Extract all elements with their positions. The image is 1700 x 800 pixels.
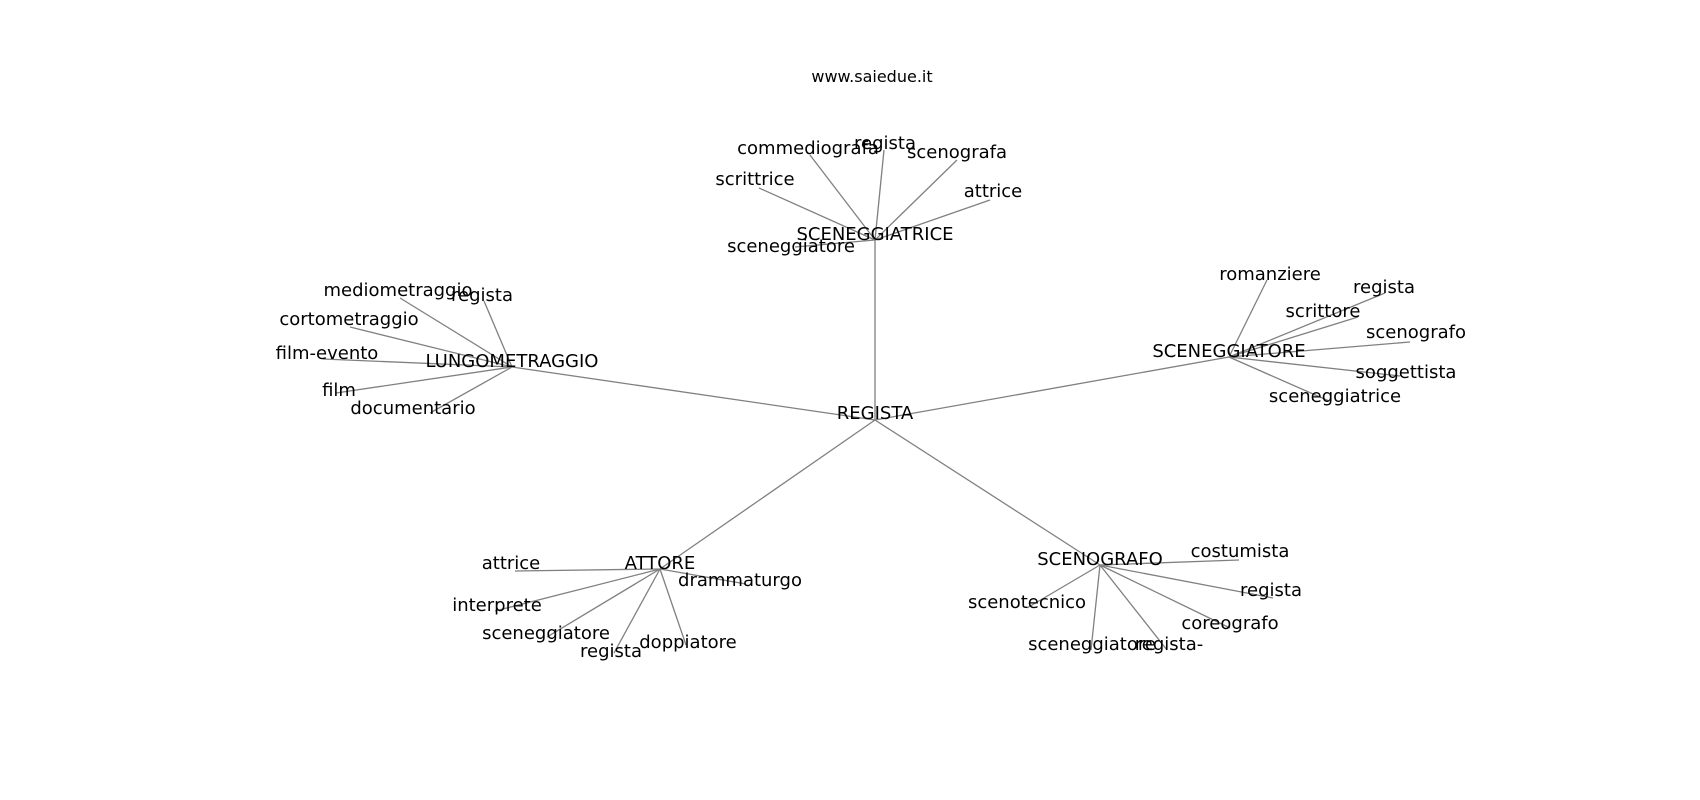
graph-edge (349, 326, 513, 368)
graph-edges (322, 149, 1411, 654)
graph-edge (874, 149, 885, 241)
node-hub: LUNGOMETRAGGIO (426, 351, 599, 372)
graph-labels: REGISTA SCENEGGIATRICE commediografa reg… (276, 133, 1466, 662)
node-leaf: cortometraggio (279, 309, 418, 330)
graph-edge (659, 568, 687, 646)
graph-edge (874, 159, 958, 241)
node-leaf: scrittrice (715, 169, 794, 190)
graph-edge (758, 187, 876, 241)
node-leaf: regista (854, 133, 916, 154)
node-leaf: regista- (1135, 634, 1203, 655)
node-leaf: attrice (482, 553, 541, 574)
site-watermark: www.saiedue.it (811, 67, 932, 86)
node-leaf: sceneggiatore (1028, 634, 1156, 655)
graph-edge (1026, 564, 1101, 609)
node-leaf: drammaturgo (678, 570, 802, 591)
graph-edge (399, 297, 513, 368)
graph-edge (1099, 564, 1274, 599)
node-leaf: doppiatore (639, 632, 736, 653)
node-leaf: sceneggiatore (727, 236, 855, 257)
graph-edge (511, 366, 876, 421)
node-leaf: sceneggiatore (482, 623, 610, 644)
node-leaf: interprete (452, 595, 542, 616)
node-hub: SCENOGRAFO (1037, 549, 1163, 570)
node-leaf: commediografa (737, 138, 879, 159)
node-leaf: mediometraggio (323, 280, 472, 301)
graph-edge (1228, 316, 1359, 358)
graph-edge (494, 568, 661, 612)
graph-edge (1228, 292, 1386, 358)
node-leaf: film (322, 380, 356, 401)
graph-edge (483, 300, 513, 368)
node-leaf: scenotecnico (968, 592, 1086, 613)
graph-edge (1099, 564, 1168, 651)
graph-edge (874, 199, 991, 241)
graph-edge (1228, 279, 1268, 358)
node-leaf: regista (451, 285, 513, 306)
graph-edge (1099, 564, 1231, 629)
node-leaf: regista (1353, 277, 1415, 298)
node-leaf: attrice (964, 181, 1023, 202)
graph-edge (1228, 341, 1411, 358)
node-leaf: scenografo (1366, 322, 1466, 343)
graph-edge (1228, 356, 1330, 402)
node-leaf: soggettista (1356, 362, 1457, 383)
graph-edge (1099, 559, 1240, 566)
node-leaf: scrittore (1286, 301, 1361, 322)
node-center: REGISTA (837, 403, 914, 424)
graph-edge (659, 419, 876, 570)
graph-edge (659, 568, 747, 585)
graph-edge (546, 568, 661, 638)
node-leaf: costumista (1191, 541, 1290, 562)
graph-edge (429, 366, 513, 414)
graph-edge (322, 358, 513, 368)
graph-edge (874, 419, 1101, 566)
graph-edge (874, 356, 1230, 421)
node-leaf: regista (1240, 580, 1302, 601)
node-leaf: romanziere (1219, 264, 1321, 285)
graph-edge (809, 154, 876, 241)
node-leaf: regista (580, 641, 642, 662)
node-hub: SCENEGGIATRICE (796, 224, 953, 245)
node-hub: ATTORE (625, 553, 696, 574)
node-hub: SCENEGGIATORE (1152, 341, 1305, 362)
graph-edge (1228, 356, 1401, 377)
node-leaf: coreografo (1181, 613, 1278, 634)
graph-edge (1090, 564, 1101, 651)
node-leaf: sceneggiatrice (1269, 386, 1401, 407)
graph-edge (794, 239, 876, 248)
node-leaf: film-evento (276, 343, 379, 364)
graph-edge (514, 568, 661, 572)
graph-edge (335, 366, 513, 394)
node-leaf: documentario (350, 398, 475, 419)
graph-edge (613, 568, 661, 654)
node-leaf: scenografa (907, 142, 1007, 163)
